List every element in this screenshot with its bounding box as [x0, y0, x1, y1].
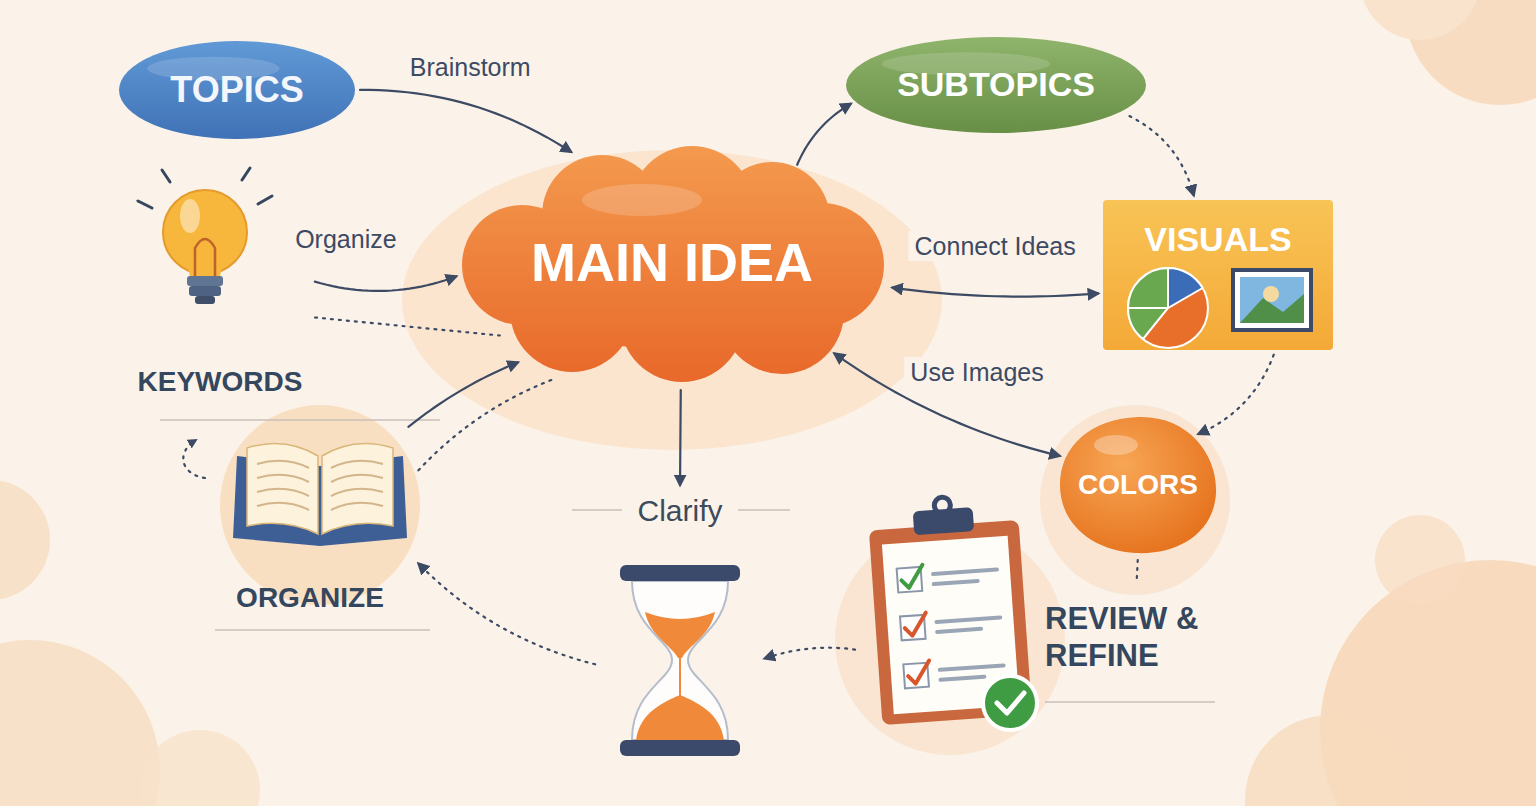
hourglass-icon: [620, 565, 740, 756]
node-label: KEYWORDS: [138, 366, 303, 398]
node-label: TOPICS: [170, 69, 303, 110]
arrow-connector: [315, 276, 456, 290]
colors-blob: COLORS: [1058, 415, 1218, 555]
arrow-connector: [893, 288, 1098, 297]
arrow-connector: [797, 104, 851, 165]
dotted-connector: [419, 564, 596, 665]
dotted-connector: [765, 648, 855, 659]
topic-ellipse: TOPICS: [119, 41, 355, 139]
arrow-connector: [408, 362, 517, 426]
pie-chart-icon: [1128, 268, 1208, 348]
dotted-connector: [418, 379, 553, 470]
keywords-icon-label: KEYWORDS: [130, 170, 310, 415]
visuals-panel: VISUALS: [1103, 200, 1333, 350]
subtopic-ellipse: SUBTOPICS: [846, 37, 1146, 133]
node-label: SUBTOPICS: [897, 65, 1095, 104]
dotted-connector: [1129, 116, 1193, 195]
soft-glows: [220, 150, 1230, 755]
clarify-icon-label: Clarify: [600, 490, 760, 760]
image-icon: [1233, 270, 1311, 330]
main-idea-cloud: MAIN IDEA: [452, 140, 892, 385]
dotted-connector: [1137, 560, 1138, 580]
node-label: ORGANIZE: [236, 582, 384, 614]
node-label: REVIEW & REFINE: [1045, 601, 1205, 674]
arrow-connector: [360, 90, 571, 152]
review-icon-label: REVIEW & REFINE: [860, 585, 1210, 730]
loop-arrow: [183, 440, 205, 478]
connector-label: Organize: [289, 224, 402, 254]
node-label: MAIN IDEA: [531, 231, 813, 293]
node-label: VISUALS: [1144, 220, 1291, 259]
lightbulb-icon: [138, 168, 272, 304]
node-label: COLORS: [1078, 469, 1198, 501]
ellipse-shape: [119, 41, 355, 139]
book-icon: [233, 444, 407, 547]
dotted-connector: [315, 317, 500, 335]
connector-label: Connect Ideas: [909, 231, 1082, 261]
ellipse-shape: [846, 37, 1146, 133]
connector-label: Use Images: [904, 357, 1049, 387]
connector-label: Brainstorm: [404, 52, 537, 82]
panel-shape: [1103, 200, 1333, 350]
node-label: Clarify: [637, 494, 722, 529]
arrow-connector: [834, 354, 1059, 456]
icon-art: [600, 490, 760, 760]
arrow-connector: [679, 390, 682, 485]
clipboard-icon: [867, 492, 1037, 730]
dotted-connector: [1199, 355, 1274, 434]
cloud-shape: [462, 146, 884, 382]
blob-shape: [1060, 417, 1216, 553]
organize-icon-label: ORGANIZE: [205, 430, 415, 630]
